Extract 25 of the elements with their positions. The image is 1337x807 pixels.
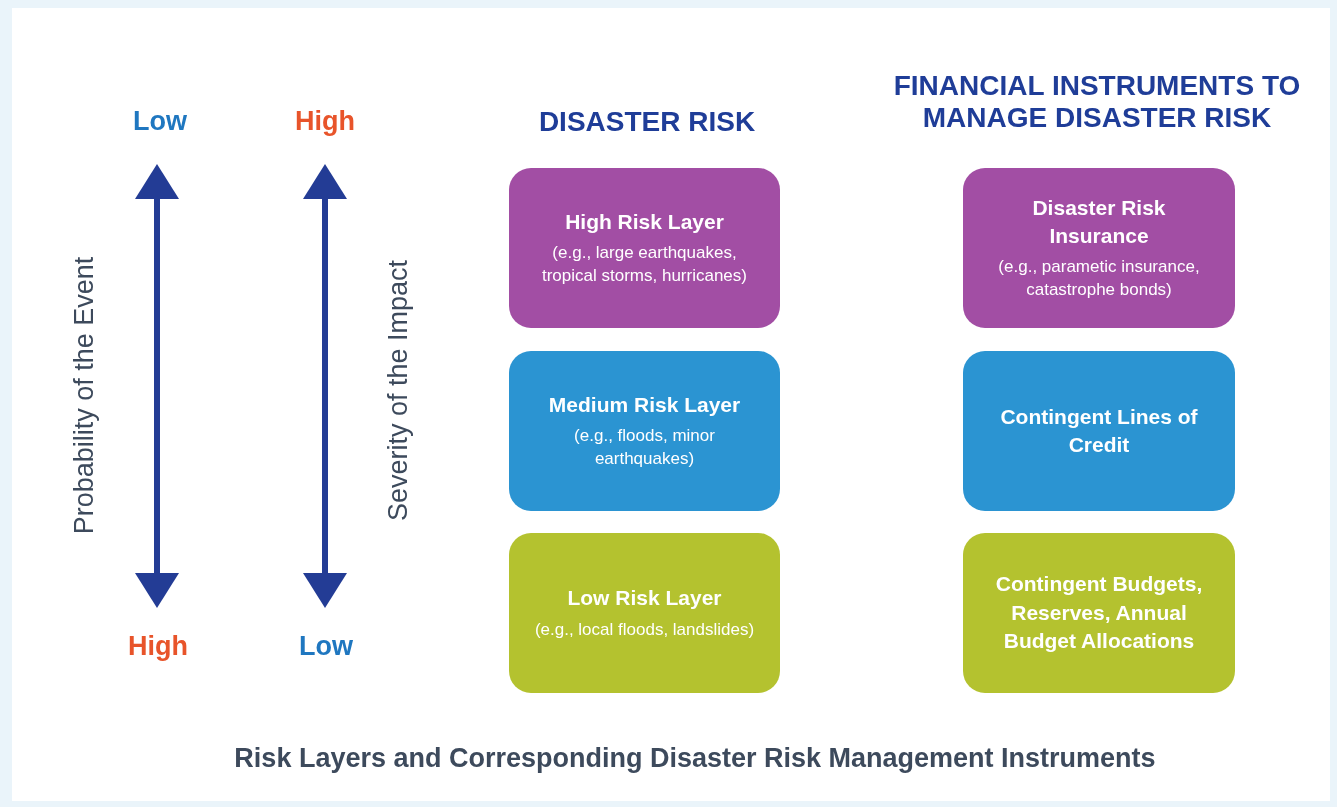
box-description: (e.g., large earthquakes, tropical storms, hurricanes) (541, 242, 748, 288)
risk-layer-box (509, 533, 780, 693)
box-heading: Disaster Risk Insurance (1031, 194, 1167, 250)
scale-end-label: High (127, 631, 189, 662)
box-heading: Contingent Lines of Credit (999, 403, 1199, 458)
scale-end-label: High (294, 106, 356, 137)
box-heading: Low Risk Layer (567, 585, 722, 612)
column-heading: FINANCIAL INSTRUMENTS TO MANAGE DISASTER RISK (892, 70, 1302, 135)
box-heading: High Risk Layer (565, 208, 724, 235)
box-description: (e.g., parametic insurance, catastrophe bonds) (997, 256, 1201, 302)
axis-title: Probability of the Event (69, 256, 101, 534)
risk-layer-box (509, 168, 780, 328)
instrument-box (963, 168, 1235, 328)
caption: Risk Layers and Corresponding Disaster Risk Management Instruments (233, 743, 1157, 774)
column-heading: DISASTER RISK (537, 106, 757, 139)
axis-title: Severity of the Impact (382, 259, 414, 521)
box-description: (e.g., local floods, landslides) (534, 618, 755, 641)
box-heading: Contingent Budgets, Reserves, Annual Budget Allocations (994, 571, 1204, 655)
risk-layer-box (509, 351, 780, 511)
box-description: (e.g., floods, minor earthquakes) (573, 425, 716, 471)
instrument-box (963, 533, 1235, 693)
box-heading: Medium Risk Layer (548, 391, 741, 418)
scale-end-label: Low (132, 106, 188, 137)
scale-end-label: Low (298, 631, 354, 662)
instrument-box (963, 351, 1235, 511)
